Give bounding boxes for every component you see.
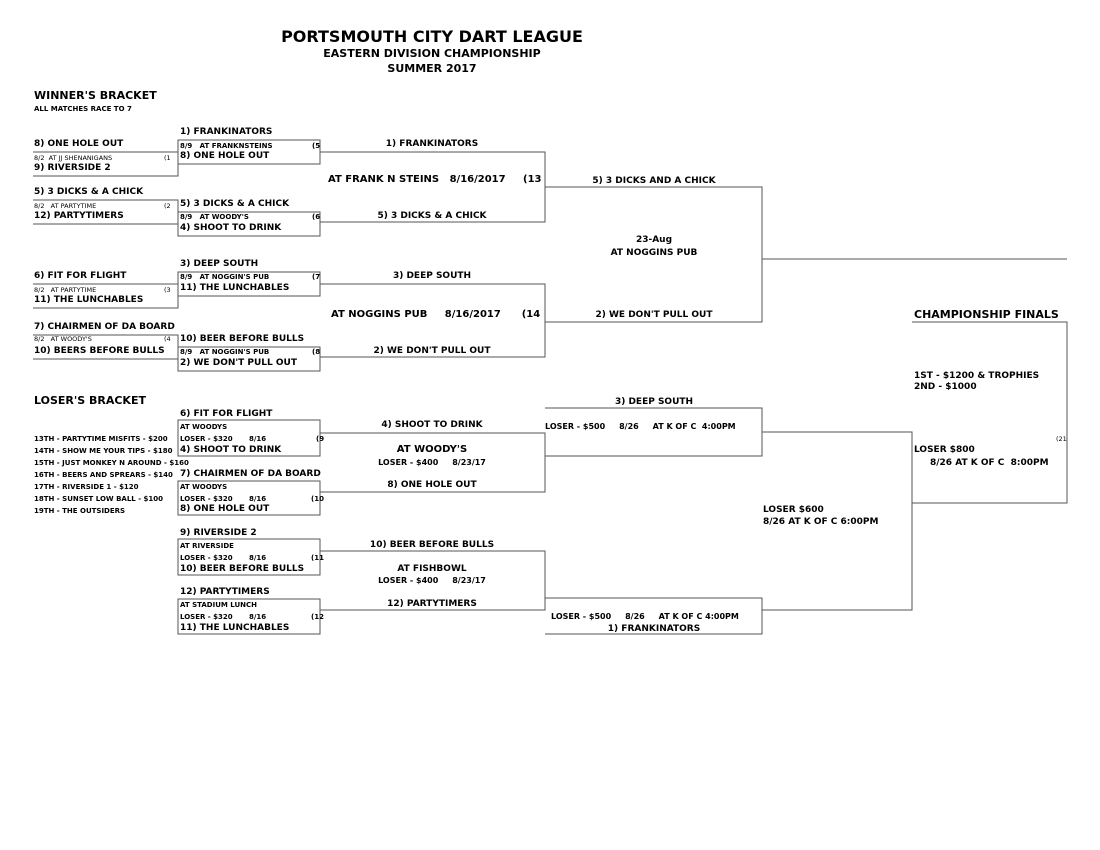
- team: 10) BEER BEFORE BULLS: [180, 564, 305, 574]
- loser-prize: LOSER - $320: [180, 554, 233, 562]
- match-venue: AT FISHBOWL: [397, 564, 467, 574]
- second-prize: 2ND - $1000: [914, 382, 977, 392]
- team: 11) THE LUNCHABLES: [180, 283, 290, 293]
- match-info: LOSER - $400 8/23/17: [378, 458, 486, 467]
- match-number: (5: [312, 142, 321, 150]
- team: 7) CHAIRMEN OF DA BOARD: [34, 322, 175, 332]
- match-info: 8/2 AT WOODY'S: [34, 335, 92, 343]
- match-info: 8/9 AT NOGGIN'S PUB: [180, 348, 270, 356]
- match-info: LOSER - $500 8/26 AT K OF C 4:00PM: [545, 422, 736, 431]
- race-note: ALL MATCHES RACE TO 7: [34, 105, 132, 113]
- match-info: AT NOGGINS PUB 8/16/2017 (14: [331, 309, 541, 320]
- payout-item: 14TH - SHOW ME YOUR TIPS - $180: [34, 447, 173, 455]
- team: 2) WE DON'T PULL OUT: [595, 310, 713, 320]
- match-info: AT FRANK N STEINS 8/16/2017 (13: [328, 174, 542, 185]
- team: 1) FRANKINATORS: [180, 127, 273, 137]
- team: 1) FRANKINATORS: [385, 139, 479, 149]
- match-info: 8/2 AT PARTYTIME: [34, 202, 97, 210]
- losers-bracket-title: LOSER'S BRACKET: [34, 394, 146, 407]
- match-info: 8/9 AT WOODY'S: [180, 213, 249, 221]
- match-number: (1: [164, 154, 171, 162]
- match-info: 8/9 AT FRANKNSTEINS: [180, 142, 273, 150]
- winners-bracket-title: WINNER'S BRACKET: [34, 89, 157, 102]
- match-number: (10: [311, 495, 324, 503]
- match-venue: AT WOODYS: [180, 423, 228, 431]
- match-venue: AT RIVERSIDE: [180, 542, 234, 550]
- match-date: 8/16: [249, 495, 267, 503]
- match-date: 8/16: [249, 435, 267, 443]
- match-number: (3: [164, 286, 171, 294]
- match-number: (2: [164, 202, 171, 210]
- loser-prize: LOSER $800: [914, 445, 975, 455]
- payout-item: 18TH - SUNSET LOW BALL - $100: [34, 495, 164, 503]
- match-date: 23-Aug: [635, 235, 673, 245]
- team: 6) FIT FOR FLIGHT: [180, 409, 273, 419]
- team: 11) THE LUNCHABLES: [34, 295, 144, 305]
- loser-prize: LOSER - $320: [180, 435, 233, 443]
- match-info: 8/2 AT JJ SHENANIGANS: [34, 154, 113, 162]
- match-date: 8/16: [249, 613, 267, 621]
- payout-item: 19TH - THE OUTSIDERS: [34, 507, 126, 515]
- loser-prize: LOSER $600: [763, 505, 824, 515]
- team: 5) 3 DICKS AND A CHICK: [592, 176, 716, 186]
- match-number: (9: [316, 435, 325, 443]
- match-info: 8/9 AT NOGGIN'S PUB: [180, 273, 270, 281]
- team: 8) ONE HOLE OUT: [387, 480, 477, 490]
- page-subtitle: EASTERN DIVISION CHAMPIONSHIP: [323, 47, 541, 60]
- team: 12) PARTYTIMERS: [387, 599, 477, 609]
- team: 5) 3 DICKS & A CHICK: [180, 199, 290, 209]
- team: 4) SHOOT TO DRINK: [180, 223, 282, 233]
- payout-item: 16TH - BEERS AND SPREARS - $140: [34, 471, 173, 479]
- team: 8) ONE HOLE OUT: [180, 151, 270, 161]
- season: SUMMER 2017: [387, 62, 477, 75]
- match-number: (8: [312, 348, 321, 356]
- match-date: 8/16: [249, 554, 267, 562]
- team: 4) SHOOT TO DRINK: [381, 420, 483, 430]
- payout-item: 13TH - PARTYTIME MISFITS - $200: [34, 435, 168, 443]
- team: 2) WE DON'T PULL OUT: [180, 358, 298, 368]
- team: 8) ONE HOLE OUT: [180, 504, 270, 514]
- team: 7) CHAIRMEN OF DA BOARD: [180, 469, 321, 479]
- match-number: (21: [1056, 435, 1067, 443]
- page-title: PORTSMOUTH CITY DART LEAGUE: [281, 27, 583, 46]
- team: 4) SHOOT TO DRINK: [180, 445, 282, 455]
- team: 1) FRANKINATORS: [607, 624, 701, 634]
- team: 12) PARTYTIMERS: [180, 587, 270, 597]
- team: 6) FIT FOR FLIGHT: [34, 271, 127, 281]
- championship-title: CHAMPIONSHIP FINALS: [914, 308, 1059, 321]
- match-venue: AT WOODYS: [180, 483, 228, 491]
- team: 12) PARTYTIMERS: [34, 211, 124, 221]
- match-info: LOSER - $400 8/23/17: [378, 576, 486, 585]
- team: 10) BEERS BEFORE BULLS: [34, 346, 165, 356]
- match-venue: AT NOGGINS PUB: [610, 248, 698, 258]
- team: 10) BEER BEFORE BULLS: [180, 334, 305, 344]
- team: 11) THE LUNCHABLES: [180, 623, 290, 633]
- match-number: (11: [311, 554, 324, 562]
- match-number: (12: [311, 613, 324, 621]
- match-venue: AT STADIUM LUNCH: [180, 601, 258, 609]
- team: 3) DEEP SOUTH: [614, 397, 694, 407]
- payout-item: 17TH - RIVERSIDE 1 - $120: [34, 483, 139, 491]
- team: 3) DEEP SOUTH: [392, 271, 472, 281]
- team: 5) 3 DICKS & A CHICK: [34, 187, 144, 197]
- team: 2) WE DON'T PULL OUT: [373, 346, 491, 356]
- loser-prize: LOSER - $320: [180, 613, 233, 621]
- team: 10) BEER BEFORE BULLS: [369, 540, 495, 550]
- match-when: 8/26 AT K OF C 6:00PM: [763, 517, 879, 527]
- team: 5) 3 DICKS & A CHICK: [377, 211, 487, 221]
- match-venue: AT WOODY'S: [396, 444, 468, 455]
- match-number: (4: [164, 335, 171, 343]
- first-prize: 1ST - $1200 & TROPHIES: [914, 371, 1040, 381]
- match-info: 8/2 AT PARTYTIME: [34, 286, 97, 294]
- loser-prize: LOSER - $320: [180, 495, 233, 503]
- team: 3) DEEP SOUTH: [180, 259, 259, 269]
- team: 9) RIVERSIDE 2: [180, 528, 257, 538]
- team: 9) RIVERSIDE 2: [34, 163, 111, 173]
- match-info: LOSER - $500 8/26 AT K OF C 4:00PM: [551, 612, 739, 621]
- payout-item: 15TH - JUST MONKEY N AROUND - $160: [34, 459, 189, 467]
- match-number: (7: [312, 273, 321, 281]
- match-number: (6: [312, 213, 321, 221]
- team: 8) ONE HOLE OUT: [34, 139, 124, 149]
- match-when: 8/26 AT K OF C 8:00PM: [930, 458, 1049, 468]
